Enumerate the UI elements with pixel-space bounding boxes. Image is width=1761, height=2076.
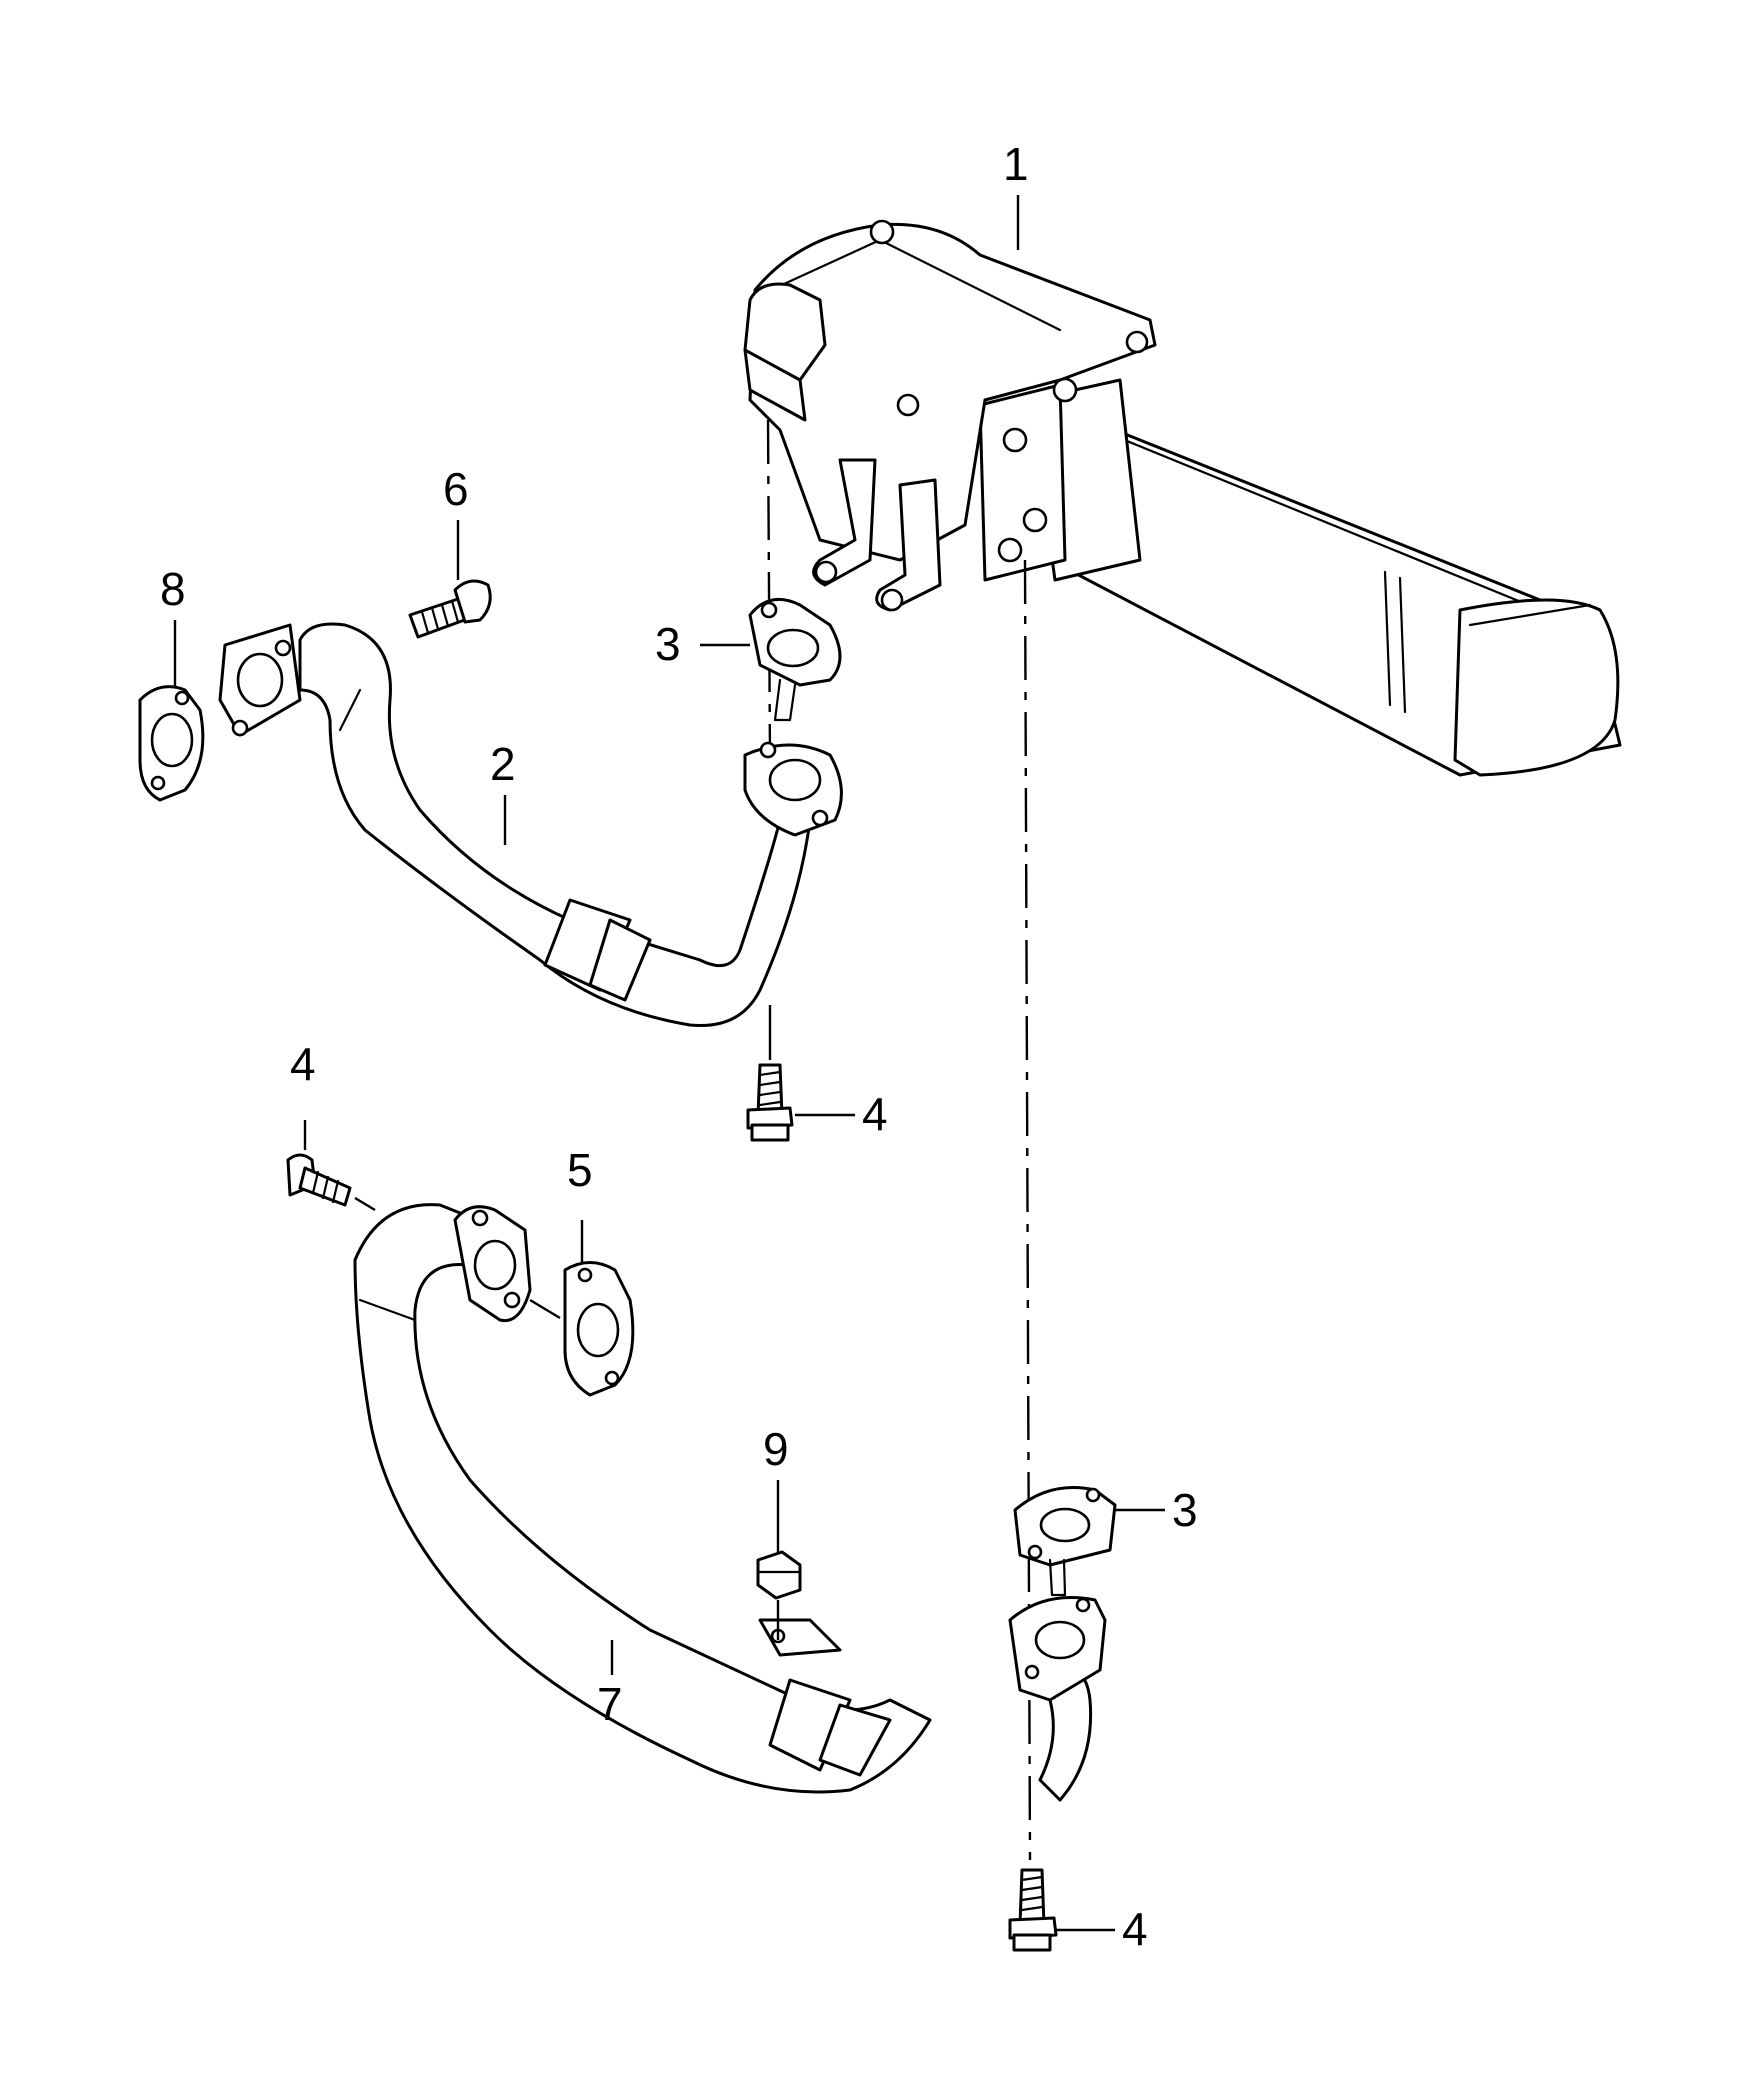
bolt-4-lower[interactable] [1008,1868,1058,1952]
callout-9: 9 [763,1423,789,1475]
callout-labels: 1 2 3 3 4 4 4 5 6 7 8 9 [160,138,1198,1955]
assembly-centerline-upper [766,419,772,761]
gasket-upper[interactable] [748,597,842,722]
callout-4-upper: 4 [862,1088,888,1140]
callout-leaders [173,195,1165,1932]
egr-pipe-upper[interactable] [218,622,843,1028]
callout-2: 2 [490,738,516,790]
bolt-6[interactable] [408,579,492,639]
bolt-4-left[interactable] [286,1153,352,1207]
gasket-left[interactable] [138,685,205,802]
callout-4-lower: 4 [1122,1903,1148,1955]
egr-cooler[interactable] [743,219,1622,777]
gasket-lower[interactable] [1013,1486,1117,1597]
callout-3-lower: 3 [1172,1484,1198,1536]
gasket-5[interactable] [563,1261,635,1397]
bolt-4-upper[interactable] [746,1063,794,1142]
callout-7: 7 [597,1678,623,1730]
callout-5: 5 [567,1144,593,1196]
callout-3-upper: 3 [655,618,681,670]
callout-8: 8 [160,563,186,615]
nut-9[interactable] [756,1550,802,1600]
callout-1: 1 [1003,138,1029,190]
callout-6: 6 [443,463,469,515]
egr-pipe-lower[interactable] [353,1203,1107,1802]
callout-4-left: 4 [290,1038,316,1090]
